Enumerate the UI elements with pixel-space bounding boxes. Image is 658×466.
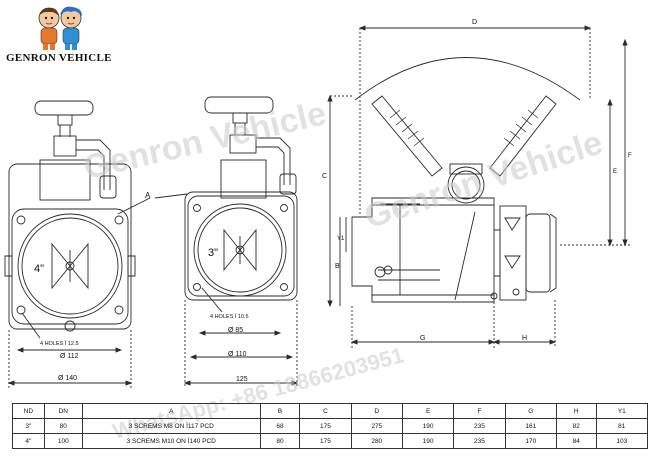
dim-c: C bbox=[322, 173, 327, 180]
dim-110: Ø 110 bbox=[228, 351, 247, 358]
col-header: DN bbox=[43, 403, 83, 419]
col-header: E bbox=[401, 403, 455, 419]
table-cell: 100 bbox=[43, 433, 83, 449]
table-cell: 190 bbox=[401, 433, 455, 449]
col-header: C bbox=[299, 403, 352, 419]
dim-140: Ø 140 bbox=[58, 375, 77, 382]
dim-b: B bbox=[335, 263, 340, 270]
front-view-3in bbox=[154, 96, 299, 388]
table-cell: 3" bbox=[12, 418, 45, 434]
dim-f: F bbox=[628, 153, 632, 159]
table-header-row: ND DN A B C D E F G H Y1 bbox=[12, 403, 649, 419]
dim-125: 125 bbox=[236, 376, 248, 383]
holes-label-right: 4 HOLES Ï 10.5 bbox=[210, 313, 249, 320]
table-cell: 84 bbox=[555, 433, 597, 449]
front-view-4in bbox=[4, 100, 151, 388]
table-row: 3" 80 3 SCREMS M8 ON Ï117 PCD 68 175 275… bbox=[12, 418, 649, 434]
table-cell: 81 bbox=[595, 418, 649, 434]
col-header: ND bbox=[12, 403, 45, 419]
table-cell: 80 bbox=[259, 433, 301, 449]
holes-label-left: 4 HOLES Ï 12.5 bbox=[40, 340, 79, 347]
label-a-left: A bbox=[145, 191, 151, 200]
table-cell: 175 bbox=[299, 433, 352, 449]
table-cell: 275 bbox=[350, 418, 403, 434]
dim-e: E bbox=[613, 169, 617, 175]
col-header: F bbox=[453, 403, 506, 419]
table-cell: 3 SCREMS M10 ON Ï140 PCD bbox=[81, 433, 261, 449]
spec-table: ND DN A B C D E F G H Y1 3" 80 3 SCREMS … bbox=[12, 403, 649, 449]
table-cell: 235 bbox=[453, 418, 506, 434]
col-header: G bbox=[504, 403, 557, 419]
table-cell: 175 bbox=[299, 418, 352, 434]
size-label-3in: 3" bbox=[208, 247, 218, 259]
dim-g: G bbox=[420, 335, 425, 342]
table-cell: 82 bbox=[555, 418, 597, 434]
table-cell: 68 bbox=[259, 418, 301, 434]
col-header: D bbox=[350, 403, 403, 419]
col-header: Y1 bbox=[595, 403, 649, 419]
dim-85: Ø 85 bbox=[228, 327, 243, 334]
table-cell: 190 bbox=[401, 418, 455, 434]
dim-112: Ø 112 bbox=[60, 353, 79, 360]
col-header: B bbox=[259, 403, 301, 419]
table-cell: 4" bbox=[12, 433, 45, 449]
col-header: H bbox=[555, 403, 597, 419]
table-cell: 80 bbox=[43, 418, 83, 434]
size-label-4in: 4" bbox=[34, 263, 44, 275]
table-cell: 170 bbox=[504, 433, 557, 449]
dim-y1: Y1 bbox=[337, 236, 345, 242]
dim-h: H bbox=[522, 335, 527, 342]
table-cell: 3 SCREMS M8 ON Ï117 PCD bbox=[81, 418, 261, 434]
genron-logo-icon bbox=[38, 6, 82, 50]
dim-d: D bbox=[472, 19, 477, 26]
table-cell: 161 bbox=[504, 418, 557, 434]
table-cell: 280 bbox=[350, 433, 403, 449]
table-cell: 103 bbox=[595, 433, 649, 449]
brand-name: GENRON VEHICLE bbox=[6, 52, 112, 64]
table-row: 4" 100 3 SCREMS M10 ON Ï140 PCD 80 175 2… bbox=[12, 433, 649, 449]
table-cell: 235 bbox=[453, 433, 506, 449]
side-view bbox=[327, 25, 630, 348]
col-header: A bbox=[81, 403, 261, 419]
drawing-canvas: 4" 3" A A 4 HOLES Ï 12.5 4 HOLES Ï 10.5 … bbox=[4, 19, 632, 388]
